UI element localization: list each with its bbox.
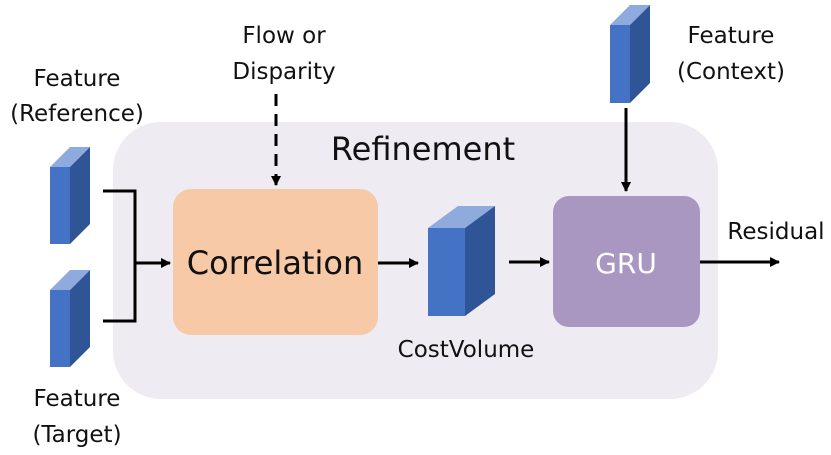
gru-label: GRU — [595, 247, 657, 280]
feature-context-label-line2: (Context) — [677, 59, 785, 85]
correlation-block — [173, 189, 378, 335]
residual-label: Residual — [727, 219, 824, 245]
correlation-label: Correlation — [187, 244, 363, 282]
flow-disparity-label-line1: Flow or — [242, 23, 326, 49]
feature-reference-tensor — [50, 147, 90, 244]
cost-volume-label: CostVolume — [398, 337, 535, 363]
feature-context-label-line1: Feature — [688, 23, 775, 49]
refinement-title: Refinement — [331, 130, 515, 168]
gru-block — [553, 196, 700, 327]
feature-target-label-line2: (Target) — [32, 422, 121, 448]
feature-context-tensor — [610, 5, 650, 103]
cost-volume-tensor — [428, 206, 495, 316]
feature-merge-bracket — [103, 189, 137, 323]
flow-disparity-label-line2: Disparity — [232, 59, 335, 85]
feature-reference-label-line1: Feature — [34, 66, 121, 92]
feature-target-label-line1: Feature — [34, 386, 121, 412]
feature-target-tensor — [50, 270, 90, 367]
feature-reference-label-line2: (Reference) — [10, 101, 144, 127]
